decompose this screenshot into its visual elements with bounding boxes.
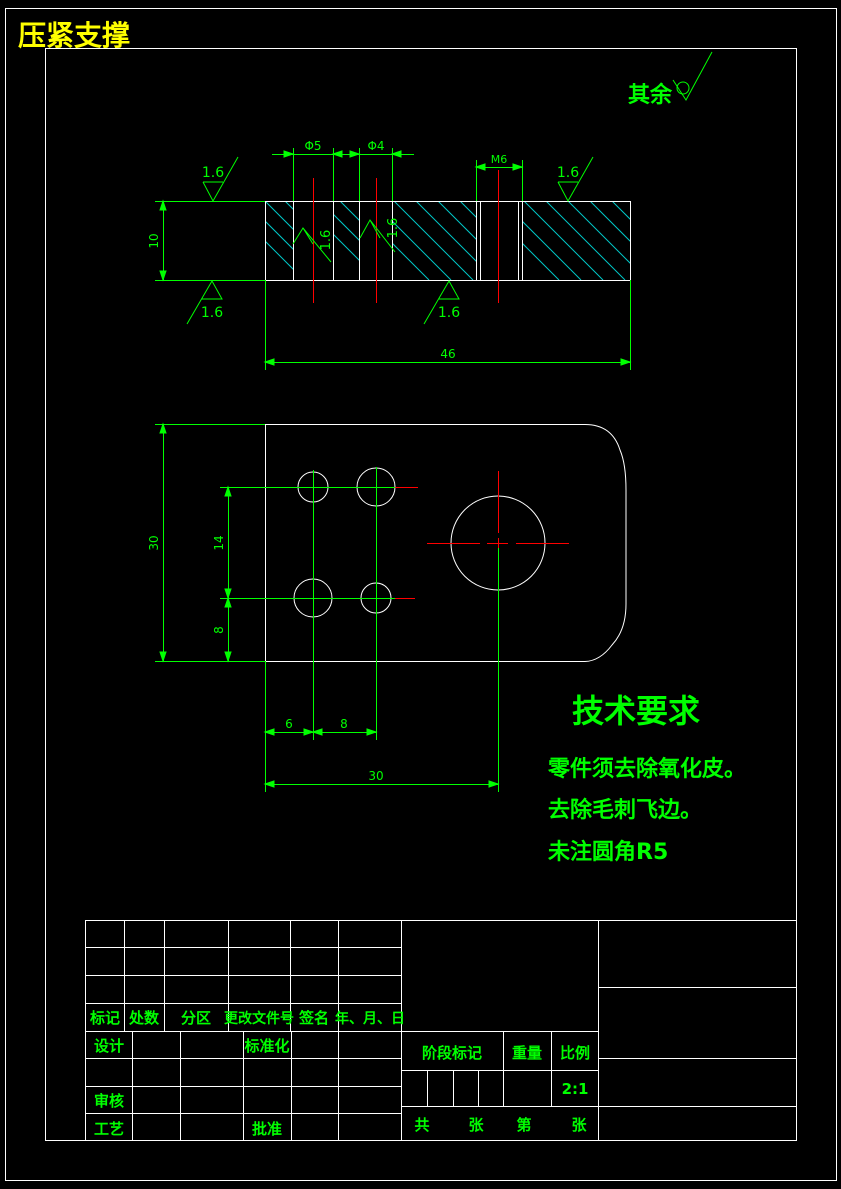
dim-span-6: 6 [285, 717, 293, 731]
tb-process: 工艺 [94, 1120, 124, 1138]
plan-dimensions [155, 422, 500, 792]
tb-standardize: 标准化 [243, 1037, 289, 1055]
roughness-symbols [186, 156, 594, 325]
roughness-top-right-icon [557, 156, 594, 203]
roughness-note-other: 其余 [628, 51, 713, 108]
tb-total: 共 [414, 1116, 429, 1134]
drawing-title: 压紧支撑 [18, 19, 130, 52]
roughness-symbol-icon [672, 51, 713, 101]
title-block [85, 920, 797, 1141]
tb-header-change-doc: 更改文件号 [224, 1010, 294, 1027]
dim-span-8-vertical: 8 [212, 626, 226, 634]
roughness-bottom-mid-icon [423, 279, 460, 325]
tb-weight: 重量 [512, 1044, 542, 1062]
tb-review: 审核 [94, 1092, 124, 1110]
plan-outline [265, 424, 627, 662]
tb-sheets: 张 [468, 1116, 484, 1134]
tb-header-signature: 签名 [298, 1009, 329, 1027]
tb-stage: 阶段标记 [422, 1044, 482, 1062]
roughness-value-bottom-mid: 1.6 [438, 305, 460, 321]
dim-length-46: 46 [440, 347, 455, 361]
roughness-phi4-icon [359, 219, 396, 253]
tech-item-3: 未注圆角R5 [548, 839, 668, 865]
tb-header-date: 年、月、日 [335, 1010, 405, 1027]
dim-span-8-horizontal: 8 [340, 717, 348, 731]
roughness-phi5-icon [292, 227, 332, 263]
tb-scale-value: 2:1 [562, 1080, 589, 1098]
inner-frame [45, 48, 797, 1141]
technical-requirements: 技术要求 零件须去除氧化皮。 去除毛刺飞边。 未注圆角R5 [547, 692, 746, 865]
tb-approve: 批准 [252, 1120, 282, 1138]
dim-phi4: Φ4 [367, 139, 384, 153]
roughness-value-phi5: 1.6 [319, 230, 334, 251]
tb-header-mark: 标记 [89, 1009, 120, 1027]
roughness-value-top-right: 1.6 [557, 165, 579, 181]
tb-scale-label: 比例 [560, 1044, 590, 1062]
tech-heading: 技术要求 [572, 692, 700, 730]
dim-span-14: 14 [212, 535, 226, 550]
tb-header-zone: 分区 [181, 1009, 211, 1027]
section-centerlines [313, 170, 499, 303]
roughness-value-bottom-left: 1.6 [201, 305, 223, 321]
tech-item-1: 零件须去除氧化皮。 [547, 756, 746, 782]
dim-height-10: 10 [147, 233, 161, 248]
roughness-bottom-left-icon [186, 279, 223, 325]
plan-centerlines [395, 471, 569, 599]
tb-number: 第 [516, 1116, 531, 1134]
dim-length-30: 30 [368, 769, 383, 783]
tb-sheet: 张 [571, 1116, 587, 1134]
tb-header-count: 处数 [128, 1009, 160, 1027]
plan-holes [293, 467, 546, 618]
roughness-value-phi4: 1.6 [386, 218, 401, 239]
plan-view: 30 14 8 6 8 30 [147, 422, 627, 792]
section-hatch [265, 201, 630, 280]
roughness-top-left-icon [202, 156, 239, 203]
dim-m6: M6 [491, 153, 508, 166]
tech-item-2: 去除毛刺飞边。 [548, 797, 702, 823]
title-block-text: 标记 处数 分区 更改文件号 签名 年、月、日 设计 标准化 阶段标记 重量 比… [89, 1009, 590, 1138]
dim-phi5: Φ5 [304, 139, 321, 153]
roughness-value-top-left: 1.6 [202, 165, 224, 181]
section-outline [265, 201, 631, 281]
tb-design: 设计 [94, 1037, 124, 1055]
dim-width-30: 30 [147, 535, 161, 550]
roughness-circle-icon [676, 81, 690, 95]
section-dimensions [155, 148, 632, 370]
section-view: 10 Φ5 Φ4 M6 46 1.6 1.6 1.6 1.6 1.6 1.6 [147, 139, 632, 370]
outer-frame [5, 8, 837, 1181]
roughness-other-label: 其余 [628, 82, 673, 108]
